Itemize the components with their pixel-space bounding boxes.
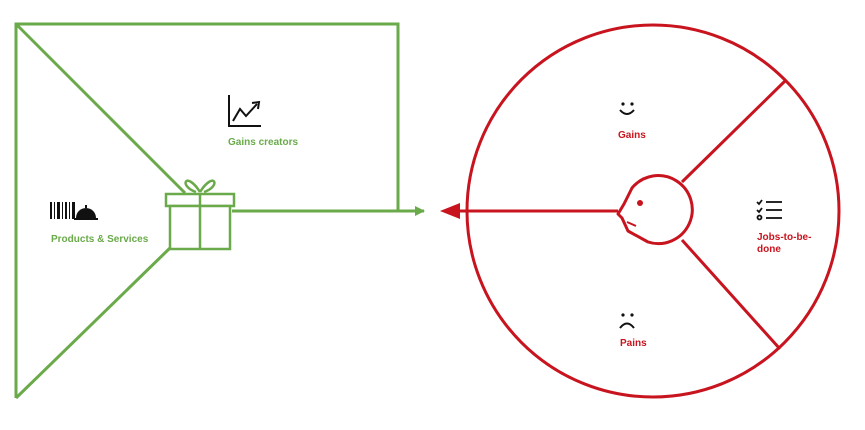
gain-creators-label: Gains creators xyxy=(228,137,299,148)
value-map-diagonal-bottom xyxy=(14,246,172,400)
jobs-to-be-done-label-line2: done xyxy=(757,244,781,255)
barcode-and-cloche-icon xyxy=(50,202,98,220)
gains-label: Gains xyxy=(618,130,646,141)
jobs-to-be-done-label-line1: Jobs-to-be- xyxy=(757,232,812,243)
value-map-top-rectangle xyxy=(14,22,400,398)
smile-face-icon xyxy=(619,102,635,115)
checklist-icon xyxy=(756,199,782,221)
gift-box-icon xyxy=(164,179,236,251)
value-map xyxy=(14,22,400,400)
frown-face-icon xyxy=(619,313,635,329)
fit-arrow-red-head xyxy=(440,203,460,219)
growth-chart-icon xyxy=(228,95,261,127)
value-map-diagonal-top xyxy=(14,22,187,195)
customer-head-icon xyxy=(616,174,694,246)
divider-jobs-top xyxy=(680,79,787,184)
products-services-label: Products & Services xyxy=(51,234,149,245)
pains-label: Pains xyxy=(620,338,647,349)
divider-jobs-bottom xyxy=(680,238,782,351)
